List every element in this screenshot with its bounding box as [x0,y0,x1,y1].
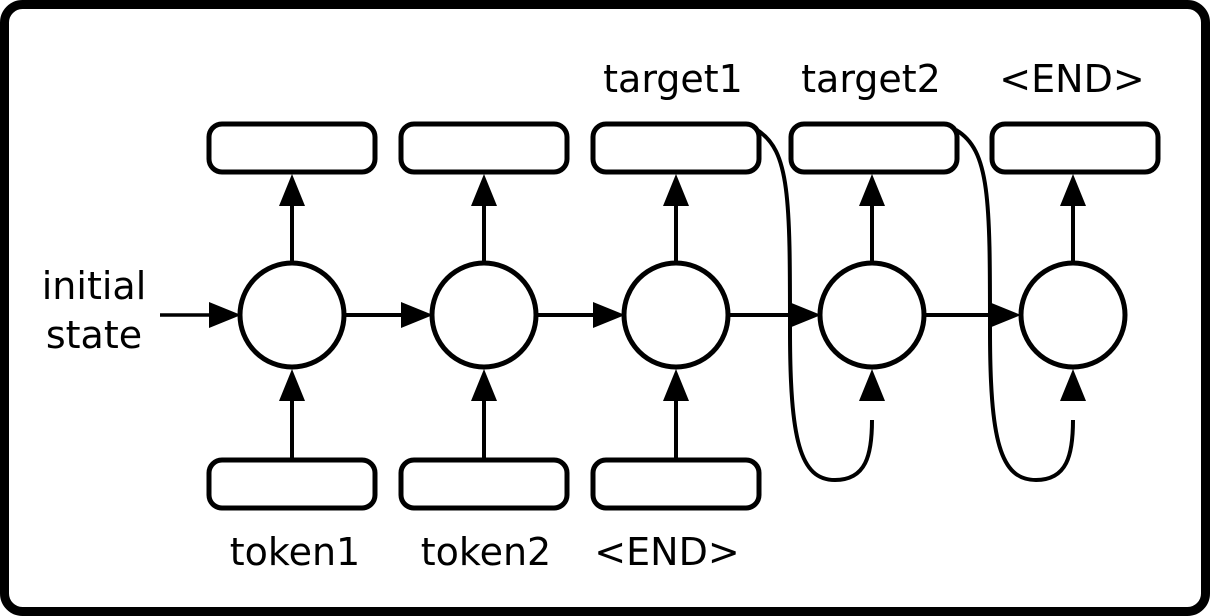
output-label-3: target1 [603,57,743,101]
output-box-4[interactable] [788,121,960,175]
arrowhead-cell4-to-output4 [859,174,885,206]
arrowhead-cell2-to-cell3 [593,302,625,328]
rnn-cell-1[interactable] [237,260,347,370]
rnn-cell-4[interactable] [817,260,927,370]
output-label-5: <END> [999,57,1144,101]
input-label-2: token2 [421,530,551,574]
feedback-curve-output4-to-cell5 [954,128,1075,483]
initial-state-label-line2: state [46,313,142,357]
output-box-1[interactable] [206,121,378,175]
input-box-2[interactable] [398,457,570,511]
output-label-4: target2 [801,57,941,101]
input-label-3: <END> [594,530,739,574]
arrowhead-cell5-to-output5 [1060,174,1086,206]
arrowhead-feedback-to-cell5 [1060,369,1086,401]
initial-state-label-line1: initial [42,264,147,308]
rnn-cell-3[interactable] [621,260,731,370]
arrowhead-cell4-to-cell5 [989,302,1021,328]
feedback-curve-output3-to-cell4 [755,128,874,483]
arrowhead-cell3-to-output3 [663,174,689,206]
arrowhead-initial-state-to-cell1 [209,302,241,328]
arrowhead-input2-to-cell2 [471,369,497,401]
output-box-3[interactable] [590,121,762,175]
output-box-5[interactable] [989,121,1161,175]
output-box-2[interactable] [398,121,570,175]
arrowhead-cell1-to-cell2 [401,302,433,328]
input-box-1[interactable] [206,457,378,511]
arrowhead-feedback-to-cell4 [859,369,885,401]
input-box-3[interactable] [590,457,762,511]
rnn-cell-2[interactable] [429,260,539,370]
arrowhead-cell2-to-output2 [471,174,497,206]
arrowhead-input3-to-cell3 [663,369,689,401]
arrowhead-input1-to-cell1 [279,369,305,401]
arrowhead-cell3-to-cell4 [789,302,821,328]
arrowhead-cell1-to-output1 [279,174,305,206]
rnn-cell-5[interactable] [1018,260,1128,370]
input-label-1: token1 [230,530,360,574]
